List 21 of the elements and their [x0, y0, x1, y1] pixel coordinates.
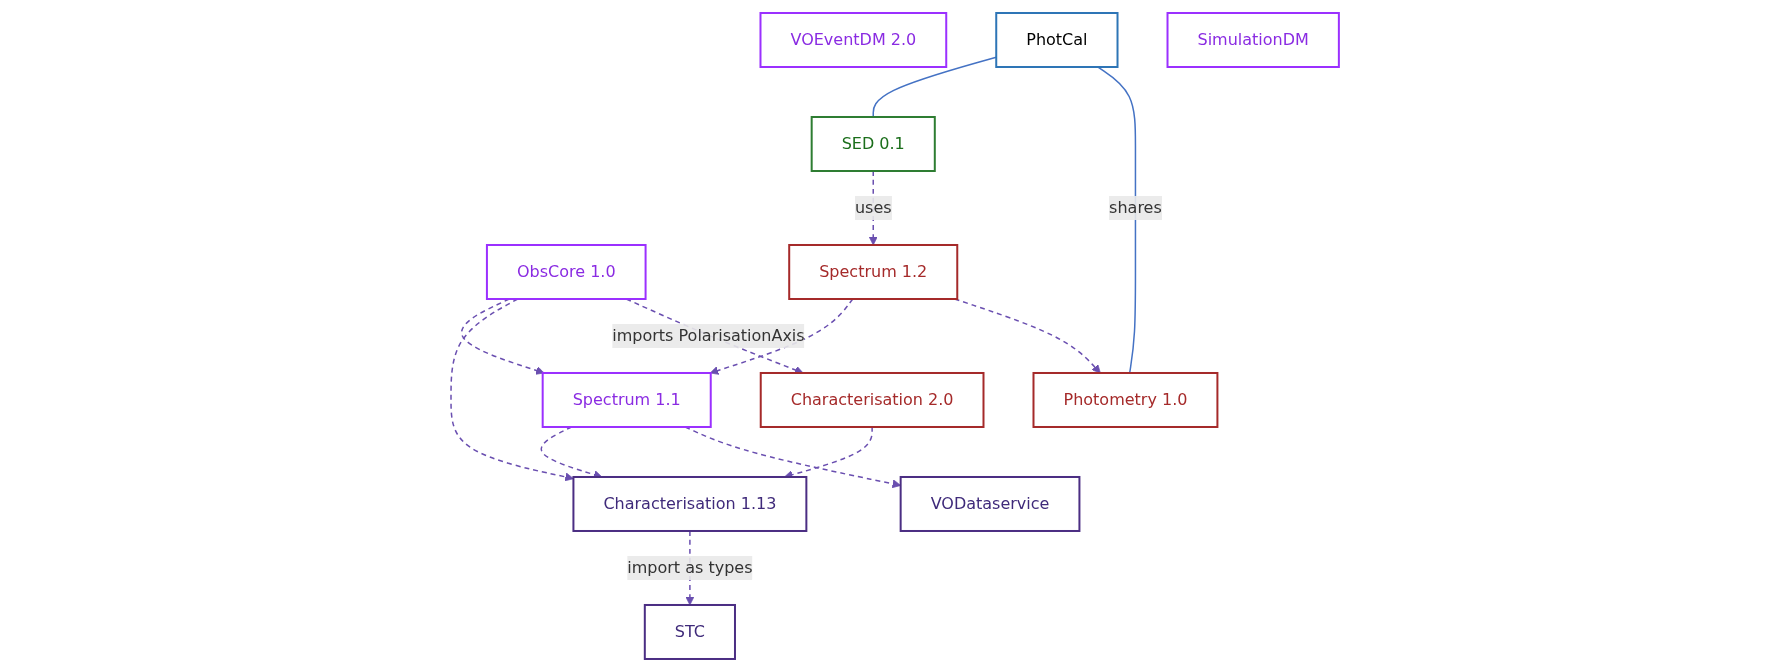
node-box: Spectrum 1.2	[787, 244, 958, 300]
node-box: Photometry 1.0	[1032, 372, 1218, 428]
node-box: VODataservice	[899, 476, 1080, 532]
edge-label: shares	[1108, 198, 1162, 217]
edge-label: uses	[854, 198, 892, 217]
node-box: PhotCal	[994, 12, 1119, 68]
connector	[1096, 66, 1136, 374]
node-box: SimulationDM	[1166, 12, 1340, 68]
node-box: Spectrum 1.1	[541, 372, 712, 428]
node-box: Characterisation 2.0	[759, 372, 985, 428]
node-box: SED 0.1	[810, 116, 936, 172]
edge-label: import as types	[626, 557, 753, 577]
arrow	[449, 298, 574, 482]
node-box: STC	[643, 604, 736, 660]
arrow	[684, 426, 901, 489]
arrow	[460, 298, 545, 375]
edge-label: imports PolarisationAxis	[611, 325, 805, 345]
node-box: VOEventDM 2.0	[759, 12, 947, 68]
node-box: Characterisation 1.13	[572, 476, 807, 532]
node-box: ObsCore 1.0	[485, 244, 647, 300]
arrow	[709, 298, 854, 375]
